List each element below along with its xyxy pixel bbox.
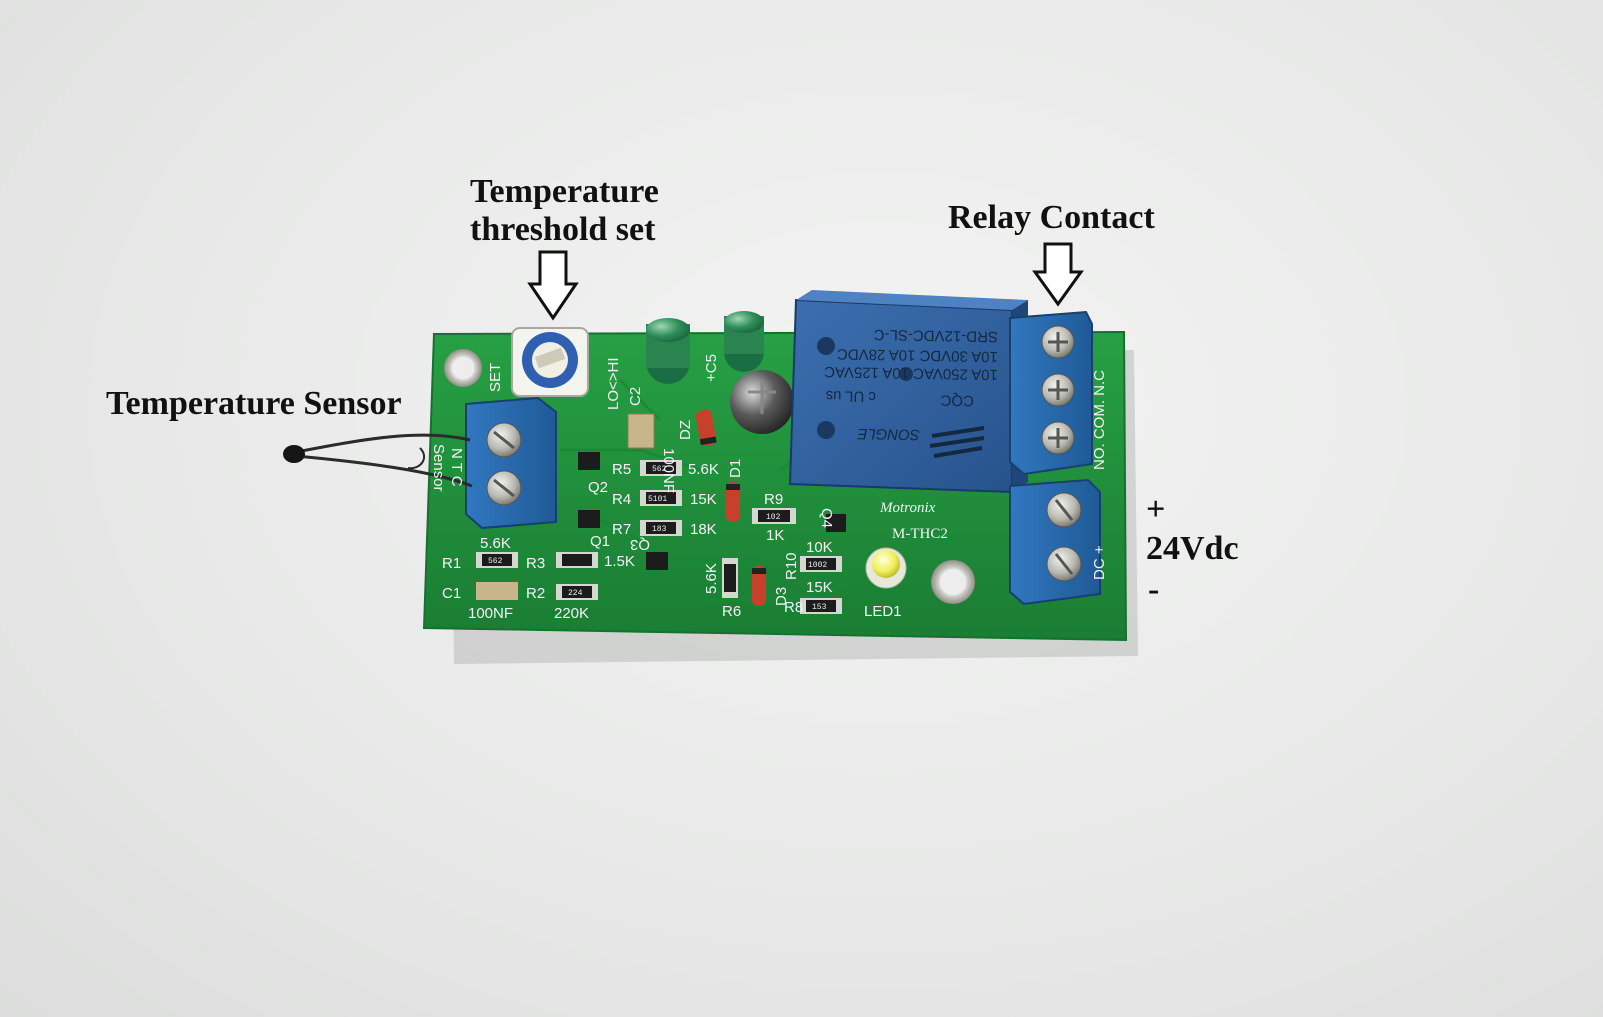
capacitor-c1-green [646,318,690,384]
c1-label: C1 [442,585,461,602]
r8-label: R8 [784,599,803,616]
relay-rating-text: 10A 30VDC 10A 28VDC [837,345,998,365]
r7-value: 18K [690,521,717,538]
resistor-r2: 224 [556,584,598,600]
relay-rating-text: 10A 250VAC 10A 125VAC [824,363,998,383]
d1-label: D1 [727,459,744,478]
q2-label: Q2 [588,479,608,496]
r6-value: 5.6K [703,563,720,594]
minus-label: - [1148,571,1160,608]
r4-label: R4 [612,491,631,508]
r1-label: R1 [442,555,461,572]
resistor-r8: 153 [800,598,842,614]
resistor-r1: 562 [476,552,518,568]
smd-resistors: 562 5101 183 102 562 224 1002 153 [476,460,842,614]
capacitor-black [730,370,794,434]
d3-label: D3 [773,587,790,606]
q1-label: Q1 [590,533,610,550]
resistor-r3 [556,552,598,568]
threshold-label-line2: threshold set [470,211,656,248]
c2-value: 100NF [660,448,677,493]
r9-label: R9 [764,491,783,508]
led-label: LED1 [864,603,902,620]
relay-ul-text: c UL us [825,387,876,405]
diode-d3 [752,566,766,606]
resistor-r9: 102 [752,508,796,524]
smd-transistors [578,452,846,570]
relay-contact-label: Relay Contact [948,199,1155,236]
led-indicator [865,547,907,589]
c2-label: C2 [627,387,644,406]
brand-text: Motronix [879,500,936,516]
r7-label: R7 [612,521,631,538]
relay-model-text: SRD-12VDC-SL-C [873,326,998,345]
sensor-terminal-block [465,396,557,530]
r3-value: 1.5K [604,553,635,570]
svg-text:153: 153 [812,603,827,612]
plus-label: + [1146,491,1166,528]
smd-capacitor-c2 [627,413,655,449]
dc-terminal-block [1009,478,1101,606]
svg-text:562: 562 [652,465,667,474]
transistor-q2 [578,452,600,470]
r1-value: 5.6K [480,535,511,552]
r4-value: 15K [690,491,717,508]
r10-label: R10 [783,552,800,580]
lo-hi-label: LO<>HI [605,357,622,410]
capacitor-c5-green [724,311,764,372]
diode-dz [695,409,717,447]
silkscreen: Motronix M-THC2 LED1 Sensor N T C SET LO… [430,354,1108,622]
svg-text:5101: 5101 [648,495,667,504]
svg-text:183: 183 [652,525,667,534]
arrow-down-icon [527,250,579,321]
model-text: M-THC2 [892,526,948,542]
transistor-q3 [646,552,668,570]
r2-value: 220K [554,605,589,622]
capacitor-c1 [476,582,518,600]
relay: SRD-12VDC-SL-C 10A 30VDC 10A 28VDC 10A 2… [788,290,1028,494]
diode-d1 [726,482,740,522]
q4-label: Q4 [818,508,835,528]
resistor-r4: 5101 [640,490,682,506]
relay-terminal-block [1009,310,1093,476]
threshold-label-line1: Temperature [470,173,659,210]
mounting-hole-left [444,349,482,387]
r6-label: R6 [722,603,741,620]
mounting-hole-right [931,560,975,604]
ntc-label: N T C [448,448,465,487]
arrow-down-icon [1032,242,1084,307]
resistor-r10: 1002 [800,556,842,572]
resistor-r7: 183 [640,520,682,536]
r2-label: R2 [526,585,545,602]
relay-cert-text: CQC [940,391,974,409]
relay-pins-label: NO. COM. N.C [1091,370,1108,470]
temperature-sensor-label: Temperature Sensor [106,385,402,422]
c1-value: 100NF [468,605,513,622]
r5-value: 5.6K [688,461,719,478]
thermistor-sensor [283,433,473,488]
c5-label: +C5 [703,354,720,382]
dc-pins-label: DC + [1091,545,1108,580]
transistor-q1 [578,510,600,528]
resistor-r5: 562 [640,460,682,476]
r8-value: 15K [806,579,833,596]
r3-label: R3 [526,555,545,572]
r9-value: 1K [766,527,784,544]
r5-label: R5 [612,461,631,478]
svg-text:102: 102 [766,513,781,522]
threshold-potentiometer [511,327,589,397]
svg-text:224: 224 [568,589,583,598]
relay-brand-text: SONGLE [856,425,920,443]
dz-label: DZ [677,420,694,440]
sensor-label: Sensor [430,444,447,492]
set-label: SET [487,363,504,392]
q3-label: Q3 [630,536,650,553]
voltage-label: 24Vdc [1146,530,1239,567]
resistor-r6 [722,558,738,598]
transistor-q4 [826,514,846,532]
svg-text:562: 562 [488,557,503,566]
svg-text:1002: 1002 [808,561,827,570]
r10-value: 10K [806,539,833,556]
